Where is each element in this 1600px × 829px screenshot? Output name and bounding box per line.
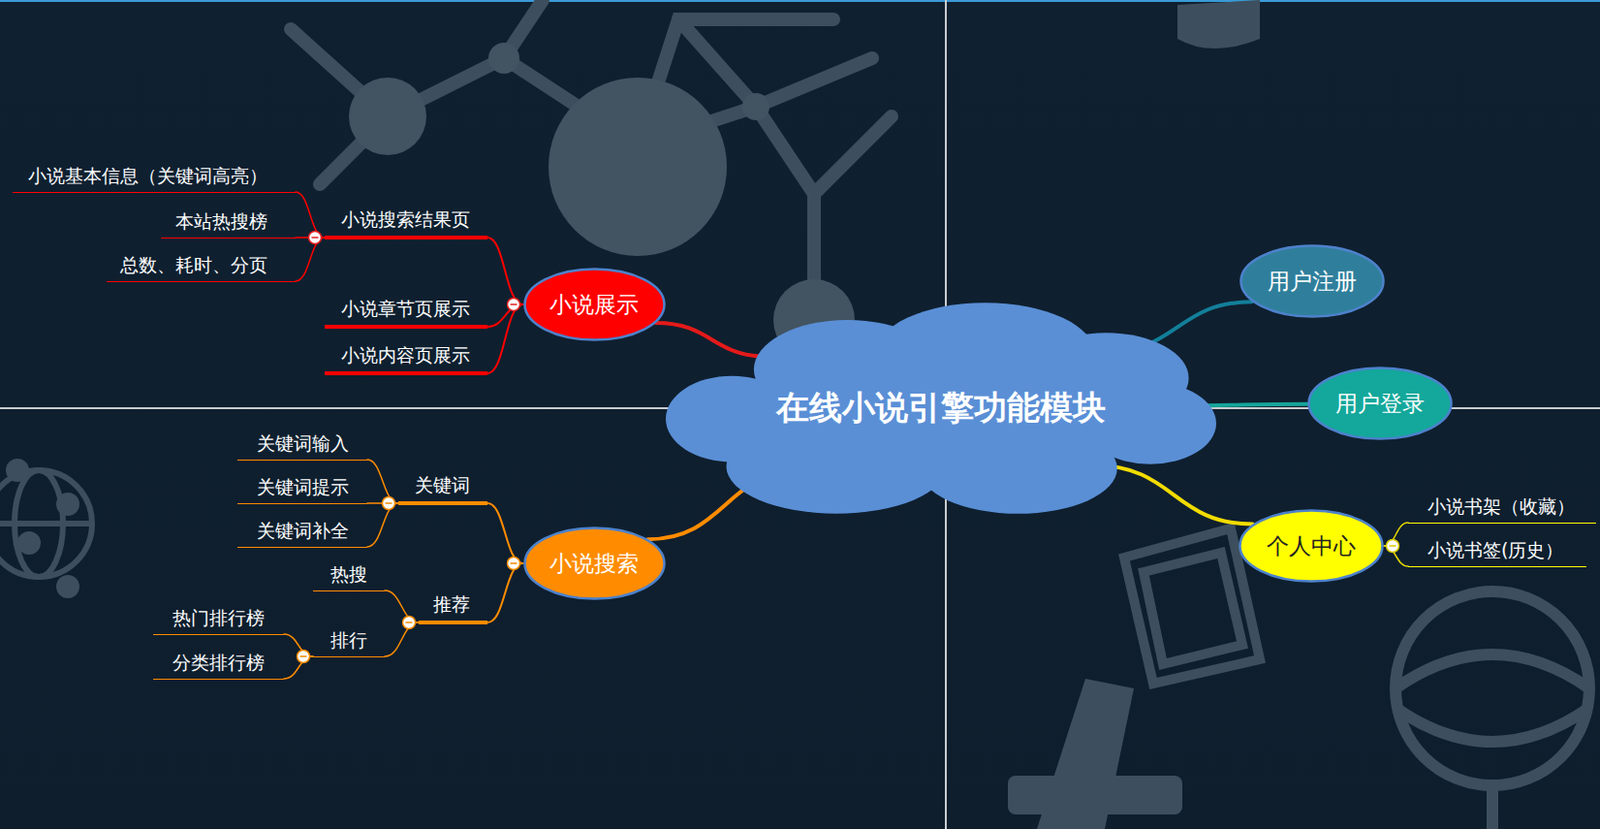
node-text: 小说基本信息（关键词高亮） bbox=[28, 163, 268, 189]
oval-fill bbox=[524, 528, 664, 599]
subtopic-label: 关键词输入 bbox=[237, 429, 368, 461]
topic-label: 小说内容页展示 bbox=[324, 341, 488, 376]
branch-oval: 小说搜索 bbox=[523, 526, 666, 600]
node-text: 小说展示 bbox=[549, 289, 639, 320]
node-text: 小说章节页展示 bbox=[341, 296, 471, 321]
topic-label: 关键词 bbox=[398, 470, 488, 505]
subtopic-label: 关键词补全 bbox=[237, 516, 368, 548]
desk-globe bbox=[1395, 591, 1590, 829]
branch-connector bbox=[295, 237, 325, 282]
node-text: 用户注册 bbox=[1267, 266, 1357, 297]
top-border bbox=[0, 0, 1600, 2]
node-text: 小说书签(历史） bbox=[1427, 537, 1564, 563]
branch-connector bbox=[487, 563, 524, 623]
topic-label: 推荐 bbox=[418, 590, 488, 625]
branch-oval: 个人中心 bbox=[1238, 508, 1384, 583]
branch-connector bbox=[295, 191, 325, 238]
node-text: 小说内容页展示 bbox=[341, 343, 471, 368]
subtopic-label: 小说基本信息（关键词高亮） bbox=[12, 161, 296, 193]
globe-dots bbox=[5, 458, 80, 598]
branch-connector bbox=[367, 502, 399, 547]
node-text: 用户登录 bbox=[1335, 388, 1425, 419]
subtopic-label: 小说书签(历史） bbox=[1408, 535, 1587, 567]
collapse-toggle bbox=[403, 616, 416, 629]
oval-fill bbox=[1309, 368, 1452, 440]
branch-connector bbox=[656, 322, 769, 357]
collapse-toggle bbox=[309, 231, 322, 245]
subtopic-label: 本站热搜榜 bbox=[160, 207, 296, 239]
oval-fill bbox=[524, 269, 664, 341]
subtopic-label: 热搜 bbox=[313, 560, 385, 592]
central-cloud: 在线小说引擎功能模块 bbox=[665, 300, 1217, 516]
node-text: 小说搜索 bbox=[549, 548, 639, 579]
node-text: 热门排行榜 bbox=[172, 605, 265, 630]
node-text: 关键词补全 bbox=[256, 518, 349, 543]
node-text: 本站热搜榜 bbox=[175, 209, 268, 234]
node-text: 推荐 bbox=[433, 592, 471, 617]
branch-oval: 用户登录 bbox=[1307, 366, 1453, 440]
branch-connector bbox=[487, 502, 524, 564]
flask-shape bbox=[1177, 0, 1260, 49]
topic-label: 小说搜索结果页 bbox=[324, 205, 488, 240]
subtopic-label: 总数、耗时、分页 bbox=[106, 250, 296, 283]
node-text: 关键词提示 bbox=[256, 474, 349, 500]
subtopic-label: 分类排行榜 bbox=[153, 648, 284, 680]
branch-oval: 小说展示 bbox=[523, 267, 666, 342]
topic-label: 小说章节页展示 bbox=[324, 294, 488, 329]
branch-connector bbox=[487, 304, 524, 374]
subtopic-label: 小说书架（收藏） bbox=[1408, 492, 1597, 524]
node-text: 热搜 bbox=[330, 562, 368, 587]
collapse-toggle bbox=[1386, 539, 1400, 553]
subtopic-label: 排行 bbox=[313, 626, 385, 658]
collapse-toggle bbox=[507, 298, 521, 312]
node-text: 小说搜索结果页 bbox=[341, 207, 471, 232]
branch-connector bbox=[367, 459, 399, 503]
oval-fill bbox=[1240, 510, 1383, 582]
collapse-toggle bbox=[507, 557, 521, 570]
microscope-base bbox=[1007, 775, 1183, 815]
branch-connector bbox=[1095, 465, 1254, 524]
oval-fill bbox=[1241, 246, 1384, 317]
node-text: 关键词输入 bbox=[256, 431, 349, 456]
node-text: 在线小说引擎功能模块 bbox=[776, 385, 1106, 431]
node-text: 分类排行榜 bbox=[172, 650, 265, 675]
node-text: 总数、耗时、分页 bbox=[120, 252, 268, 278]
subtopic-label: 关键词提示 bbox=[237, 472, 368, 504]
node-text: 关键词 bbox=[414, 472, 471, 498]
branch-connector bbox=[487, 237, 524, 305]
node-text: 个人中心 bbox=[1266, 531, 1356, 562]
globe-icon bbox=[0, 470, 93, 577]
branch-oval: 用户注册 bbox=[1239, 244, 1385, 318]
collapse-toggle bbox=[382, 497, 396, 510]
node-text: 排行 bbox=[330, 627, 368, 653]
node-text: 小说书架（收藏） bbox=[1427, 494, 1575, 519]
collapse-toggle bbox=[297, 650, 311, 663]
subtopic-label: 热门排行榜 bbox=[153, 603, 284, 635]
cloud-lobe bbox=[918, 423, 1117, 514]
book-icon bbox=[1124, 528, 1260, 684]
